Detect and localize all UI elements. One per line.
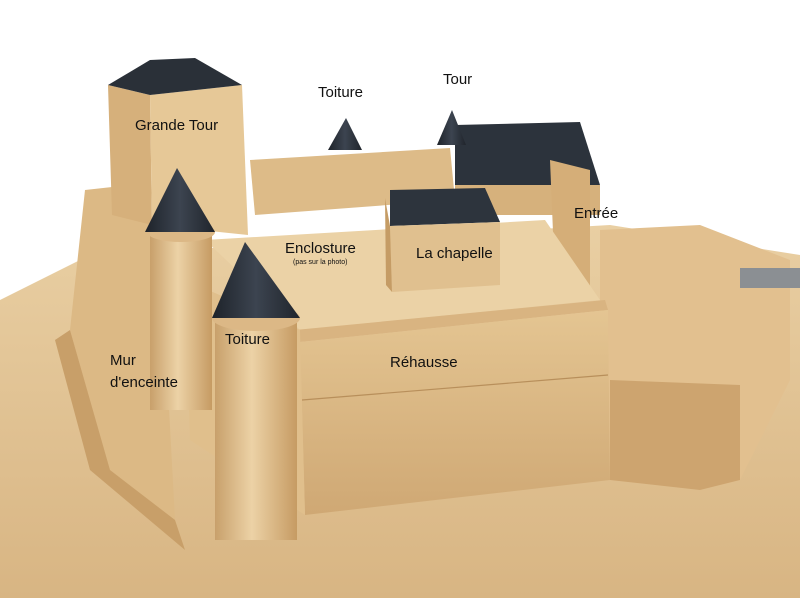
turret-front-body (215, 318, 297, 540)
grande-tour-front (108, 85, 152, 225)
rehausse-seam (301, 374, 609, 401)
label-enclosture: Enclosture (285, 240, 356, 257)
chapel-front (390, 222, 500, 292)
chapel-roof (390, 188, 500, 226)
label-enclosture-note: (pas sur la photo) (293, 259, 348, 266)
turret-left-body (150, 230, 212, 410)
label-mur-line1: Mur (110, 352, 136, 369)
outer-wall-left (70, 185, 175, 520)
label-grande-tour: Grande Tour (135, 117, 219, 134)
cone-back-left (328, 118, 362, 150)
label-entree: Entrée (574, 205, 619, 222)
label-toiture-top: Toiture (318, 84, 364, 101)
rehausse-front (300, 310, 610, 515)
label-rehausse: Réhausse (390, 354, 458, 371)
metal-plate (740, 268, 800, 288)
label-chapelle: La chapelle (416, 245, 493, 262)
grande-tour-roof (108, 58, 242, 95)
chapel-side (385, 198, 392, 292)
rehausse-top (295, 300, 608, 342)
turret-front-roof (212, 242, 300, 318)
cone-back-right (437, 110, 466, 145)
label-mur-line2: d'enceinte (110, 374, 178, 391)
turret-left-roof (145, 168, 215, 232)
label-toiture-front: Toiture (225, 331, 271, 348)
entrance-ramp-side (610, 380, 740, 490)
label-tour: Tour (443, 71, 473, 88)
outer-wall-left-front (55, 330, 185, 550)
